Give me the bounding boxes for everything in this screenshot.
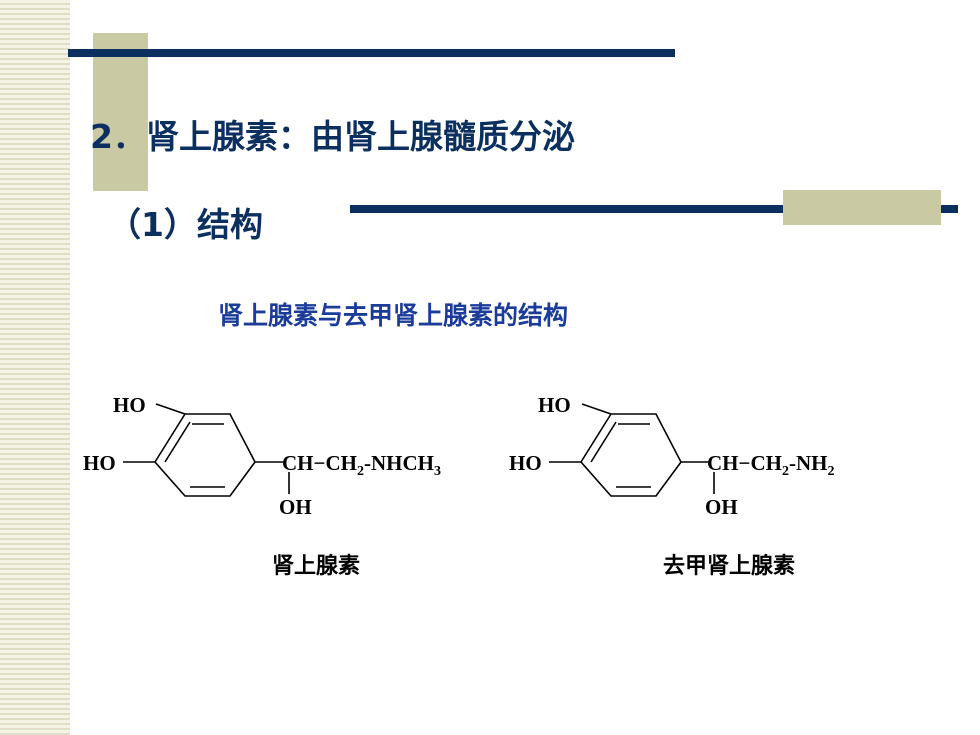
ho-top-bond bbox=[581, 403, 612, 415]
ho-top-bond bbox=[155, 403, 186, 415]
title-rule bbox=[68, 49, 675, 57]
epinephrine-formula: HO HO CH−CH2-NHCH3 OH bbox=[83, 393, 441, 519]
ho-left-label: HO bbox=[509, 451, 542, 475]
oh-label: OH bbox=[279, 495, 312, 519]
ho-top-label: HO bbox=[113, 393, 146, 417]
ho-top-label: HO bbox=[538, 393, 571, 417]
ho-left-label: HO bbox=[83, 451, 116, 475]
epinephrine-name: 肾上腺素 bbox=[272, 554, 361, 579]
side-chain-label: CH−CH2-NHCH3 bbox=[282, 451, 441, 479]
ring-double-bond bbox=[590, 421, 617, 463]
subtitle-rule bbox=[350, 205, 958, 213]
figure-caption: 肾上腺素与去甲肾上腺素的结构 bbox=[218, 301, 569, 330]
norepinephrine-formula: HO HO CH−CH2-NH2 OH bbox=[509, 393, 834, 519]
olive-accent-block-left bbox=[93, 33, 148, 191]
slide-title: 2．肾上腺素：由肾上腺髓质分泌 bbox=[90, 117, 575, 156]
oh-label: OH bbox=[705, 495, 738, 519]
side-chain-label: CH−CH2-NH2 bbox=[707, 451, 834, 479]
left-stripe-decoration bbox=[0, 0, 70, 735]
ring-double-bond bbox=[164, 421, 191, 463]
olive-accent-block-right bbox=[783, 190, 941, 225]
slide-subtitle: （1）结构 bbox=[108, 205, 263, 244]
norepinephrine-name: 去甲肾上腺素 bbox=[663, 554, 796, 579]
